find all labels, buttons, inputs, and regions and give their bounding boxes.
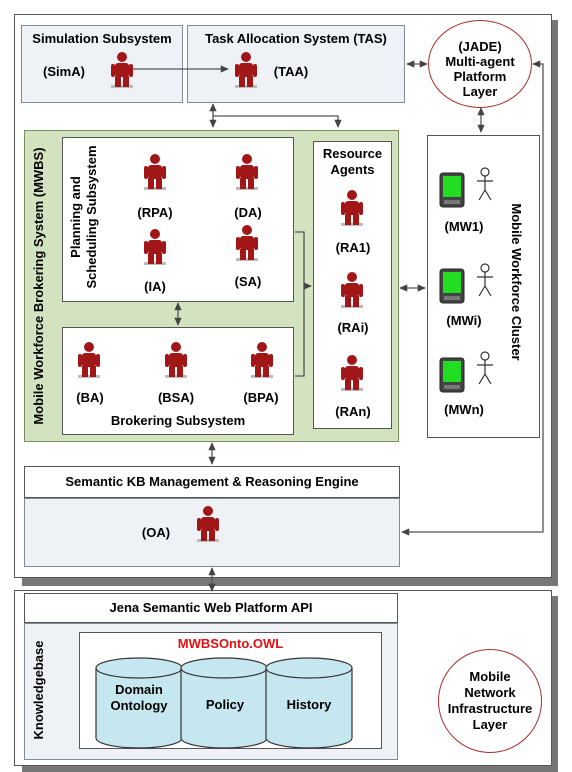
history-database-icon bbox=[265, 657, 353, 749]
jena-api-box bbox=[24, 593, 398, 623]
mw1-person-icon bbox=[477, 167, 493, 201]
network-line-3: Infrastructure bbox=[447, 701, 533, 716]
simulation-subsystem-box bbox=[21, 25, 183, 103]
jade-line-1: (JADE) bbox=[458, 39, 502, 54]
bsa-label: (BSA) bbox=[157, 390, 195, 405]
ba-label: (BA) bbox=[76, 390, 104, 405]
rai-label: (RAi) bbox=[337, 320, 369, 335]
tas-resource-link bbox=[213, 115, 342, 128]
domain-ontology-database-icon bbox=[95, 657, 183, 749]
da-label: (DA) bbox=[234, 205, 262, 220]
sa-agent-icon bbox=[236, 225, 258, 261]
ia-agent-icon bbox=[144, 229, 166, 265]
jade-semantic-link bbox=[401, 60, 544, 536]
network-line-4: Layer bbox=[472, 717, 508, 732]
mw1-device-icon bbox=[439, 172, 465, 208]
tas-title: Task Allocation System (TAS) bbox=[205, 31, 387, 46]
jena-api-title: Jena Semantic Web Platform API bbox=[109, 600, 313, 615]
ra1-agent-icon bbox=[341, 190, 363, 226]
planning-subsystem-box bbox=[62, 137, 294, 302]
bsa-agent-icon bbox=[165, 342, 187, 378]
mwn-person-icon bbox=[477, 351, 493, 385]
ontology-file-name: MWBSOnto.OWL bbox=[177, 636, 284, 651]
ran-agent-icon bbox=[341, 355, 363, 391]
tas-box bbox=[187, 25, 405, 103]
network-line-2: Network bbox=[464, 685, 516, 700]
db-domain-ontology-line-2: Ontology bbox=[110, 698, 168, 713]
mwi-device-icon bbox=[439, 268, 465, 304]
network-line-1: Mobile bbox=[469, 669, 511, 684]
subsystems-resource-bracket bbox=[295, 231, 305, 377]
bpa-label: (BPA) bbox=[243, 390, 279, 405]
sima-label: (SimA) bbox=[43, 64, 85, 79]
mwn-device-icon bbox=[439, 357, 465, 393]
bpa-agent-icon bbox=[251, 342, 273, 378]
ba-agent-icon bbox=[78, 342, 100, 378]
semantic-kb-title-box bbox=[24, 466, 400, 498]
oa-agent-icon bbox=[197, 506, 219, 542]
mwi-person-icon bbox=[477, 263, 493, 297]
ra1-label: (RA1) bbox=[335, 240, 371, 255]
sima-agent-icon bbox=[111, 52, 133, 88]
resource-title-line-2: Agents bbox=[330, 162, 375, 177]
da-agent-icon bbox=[236, 154, 258, 190]
brokering-title: Brokering Subsystem bbox=[110, 413, 246, 428]
taa-agent-icon bbox=[235, 52, 257, 88]
simulation-subsystem-title: Simulation Subsystem bbox=[32, 31, 172, 46]
rpa-agent-icon bbox=[144, 154, 166, 190]
policy-database-icon bbox=[180, 657, 268, 749]
rai-agent-icon bbox=[341, 272, 363, 308]
db-policy-label: Policy bbox=[205, 697, 245, 712]
ran-label: (RAn) bbox=[335, 404, 371, 419]
db-history-label: History bbox=[286, 697, 332, 712]
rpa-label: (RPA) bbox=[137, 205, 173, 220]
semantic-kb-title: Semantic KB Management & Reasoning Engin… bbox=[65, 474, 359, 489]
oa-label: (OA) bbox=[141, 525, 171, 540]
ia-label: (IA) bbox=[144, 279, 166, 294]
resource-title-line-1: Resource bbox=[322, 146, 383, 161]
mobile-network-circle bbox=[438, 649, 542, 753]
taa-label: (TAA) bbox=[273, 64, 309, 79]
db-domain-ontology-line-1: Domain bbox=[115, 682, 163, 697]
sa-label: (SA) bbox=[234, 274, 262, 289]
